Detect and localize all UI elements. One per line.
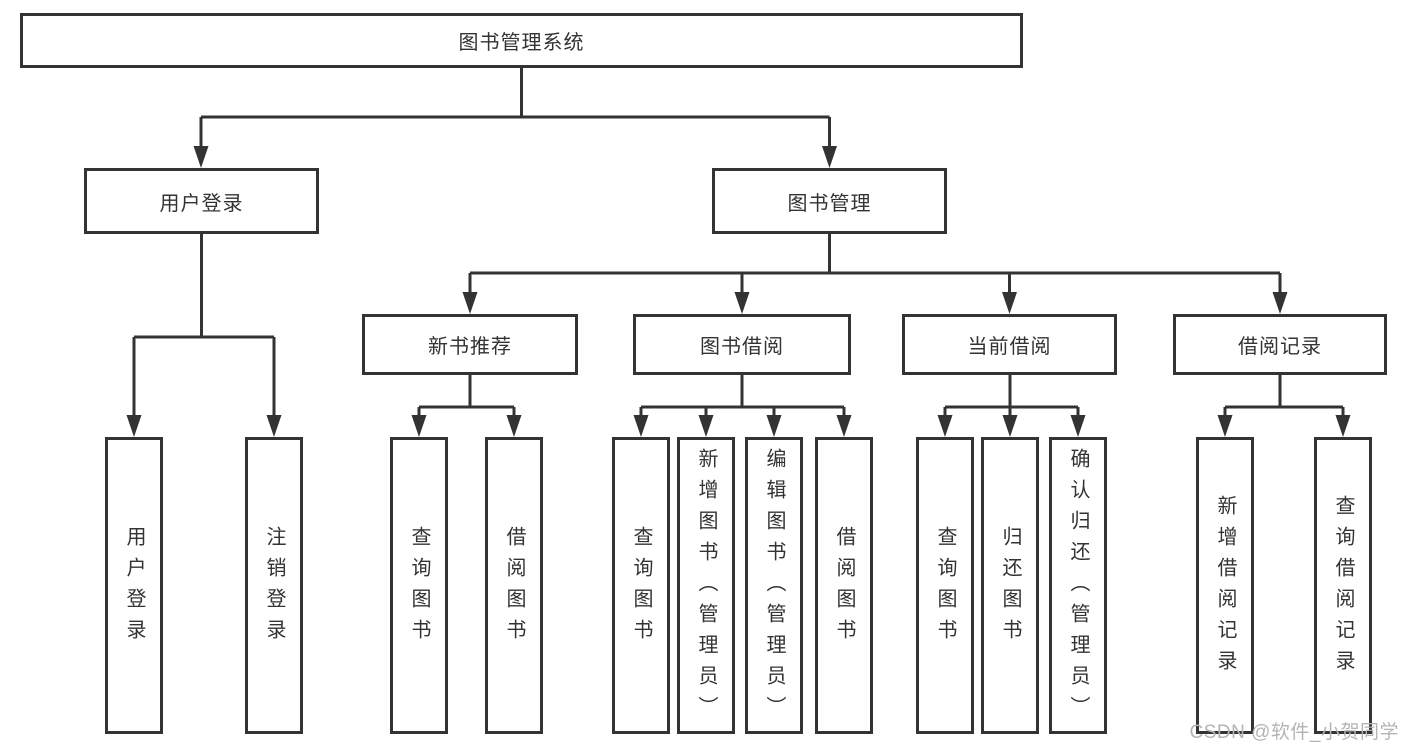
arrow-icon xyxy=(698,415,714,437)
node-leaf-br-query-record: 查询借阅记录 xyxy=(1314,437,1372,734)
edge-userlogin-branch xyxy=(132,335,276,419)
arrow-icon xyxy=(1272,292,1288,314)
arrow-icon xyxy=(937,415,953,437)
node-book-management: 图书管理 xyxy=(712,168,947,234)
node-leaf-bb-edit-book: 编辑图书（管理员） xyxy=(745,437,803,734)
node-leaf-bb-borrow-book: 借阅图书 xyxy=(815,437,873,734)
edge-level2-branch xyxy=(199,115,831,150)
arrow-icon xyxy=(822,146,837,168)
arrow-icon xyxy=(193,146,209,168)
arrow-icon xyxy=(633,415,649,437)
node-current-borrow: 当前借阅 xyxy=(902,314,1117,375)
node-book-borrow: 图书借阅 xyxy=(633,314,851,375)
edge-bb-branch xyxy=(639,405,846,419)
node-leaf-nbr-borrow-book: 借阅图书 xyxy=(485,437,543,734)
node-new-book-recommend: 新书推荐 xyxy=(362,314,578,375)
arrow-icon xyxy=(411,415,427,437)
node-leaf-cb-query-book: 查询图书 xyxy=(916,437,974,734)
arrow-icon xyxy=(836,415,852,437)
node-leaf-bb-query-book: 查询图书 xyxy=(612,437,670,734)
node-leaf-nbr-query-book: 查询图书 xyxy=(390,437,448,734)
arrow-icon xyxy=(462,292,478,314)
node-leaf-logout: 注销登录 xyxy=(245,437,303,734)
arrow-icon xyxy=(266,415,282,437)
node-leaf-user-login: 用户登录 xyxy=(105,437,163,734)
arrow-icon xyxy=(766,415,782,437)
arrow-icon xyxy=(126,415,142,437)
arrow-icon xyxy=(1002,415,1018,437)
node-leaf-cb-return-book: 归还图书 xyxy=(981,437,1039,734)
node-leaf-cb-confirm-return: 确认归还（管理员） xyxy=(1049,437,1107,734)
arrow-icon xyxy=(1070,415,1086,437)
node-leaf-bb-add-book: 新增图书（管理员） xyxy=(677,437,735,734)
node-leaf-br-add-record: 新增借阅记录 xyxy=(1196,437,1254,734)
edge-br-branch xyxy=(1223,405,1345,419)
arrow-icon xyxy=(1217,415,1233,437)
edge-level3-branch xyxy=(468,271,1282,296)
edge-nbr-branch xyxy=(417,405,516,419)
arrow-icon xyxy=(1335,415,1351,437)
node-borrow-records: 借阅记录 xyxy=(1173,314,1387,375)
edge-cb-branch xyxy=(943,405,1080,419)
arrow-icon xyxy=(1002,292,1017,314)
arrowheads xyxy=(126,146,1351,437)
arrow-icon xyxy=(506,415,522,437)
arrow-icon xyxy=(734,292,750,314)
node-root: 图书管理系统 xyxy=(20,13,1023,68)
node-user-login: 用户登录 xyxy=(84,168,319,234)
